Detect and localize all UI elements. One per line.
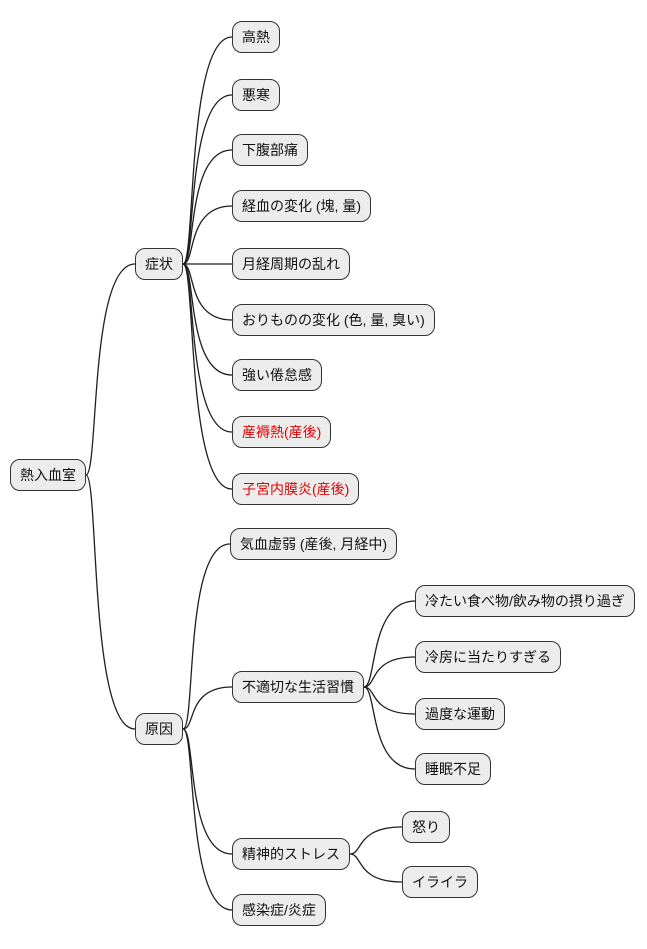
mindmap-node-root: 熱入血室: [10, 459, 86, 491]
mindmap-node-tsumetai: 冷たい食べ物/飲み物の摂り過ぎ: [415, 585, 635, 617]
edge-seikatsu-tsumetai: [363, 600, 416, 688]
edge-genin-kansen: [182, 728, 233, 911]
mindmap-node-ikari: 怒り: [402, 811, 450, 843]
edge-shojo-naimakuen: [182, 263, 233, 490]
mindmap-node-gekkei: 月経周期の乱れ: [232, 248, 350, 280]
mindmap-node-suimin: 睡眠不足: [415, 753, 491, 785]
edge-seikatsu-reibo: [363, 656, 416, 688]
mindmap-node-sanjokunetsu: 産褥熱(産後): [232, 416, 332, 448]
edge-genin-kiketsu: [182, 543, 231, 730]
edge-genin-seishin: [182, 728, 233, 855]
edge-seikatsu-kado-undo: [363, 686, 416, 715]
edge-seishin-ikari: [349, 826, 403, 855]
mindmap-node-kafukubu: 下腹部痛: [232, 134, 308, 166]
edge-genin-seikatsu: [182, 686, 233, 730]
mindmap-node-kado-undo: 過度な運動: [415, 698, 505, 730]
mindmap-node-seishin: 精神的ストレス: [232, 838, 350, 870]
edge-shojo-kentaikan: [182, 263, 233, 376]
edge-root-shojo: [85, 263, 136, 476]
mindmap-node-kounetsu: 高熱: [232, 21, 280, 53]
mindmap-node-keiketsu: 経血の変化 (塊, 量): [232, 190, 371, 222]
mindmap-node-okan: 悪寒: [232, 79, 280, 111]
edge-seikatsu-suimin: [363, 686, 416, 770]
mindmap-node-kentaikan: 強い倦怠感: [232, 359, 322, 391]
edge-shojo-orimono: [182, 263, 233, 321]
edge-root-genin: [85, 474, 136, 730]
mindmap-node-kansen: 感染症/炎症: [232, 894, 326, 926]
mindmap-node-seikatsu: 不適切な生活習慣: [232, 671, 364, 703]
mindmap-node-reibo: 冷房に当たりすぎる: [415, 641, 561, 673]
edge-shojo-okan: [182, 94, 233, 265]
edge-shojo-kounetsu: [182, 36, 233, 265]
mindmap-node-iraira: イライラ: [402, 866, 478, 898]
mindmap-node-orimono: おりものの変化 (色, 量, 臭い): [232, 304, 435, 336]
mindmap-node-shojo: 症状: [135, 248, 183, 280]
edge-shojo-keiketsu: [182, 205, 233, 265]
edge-shojo-kafukubu: [182, 149, 233, 265]
mindmap-node-genin: 原因: [135, 713, 183, 745]
edge-seishin-iraira: [349, 853, 403, 883]
edge-shojo-sanjokunetsu: [182, 263, 233, 433]
mindmap-node-naimakuen: 子宮内膜炎(産後): [232, 473, 360, 505]
mindmap-node-kiketsu: 気血虚弱 (産後, 月経中): [230, 528, 397, 560]
